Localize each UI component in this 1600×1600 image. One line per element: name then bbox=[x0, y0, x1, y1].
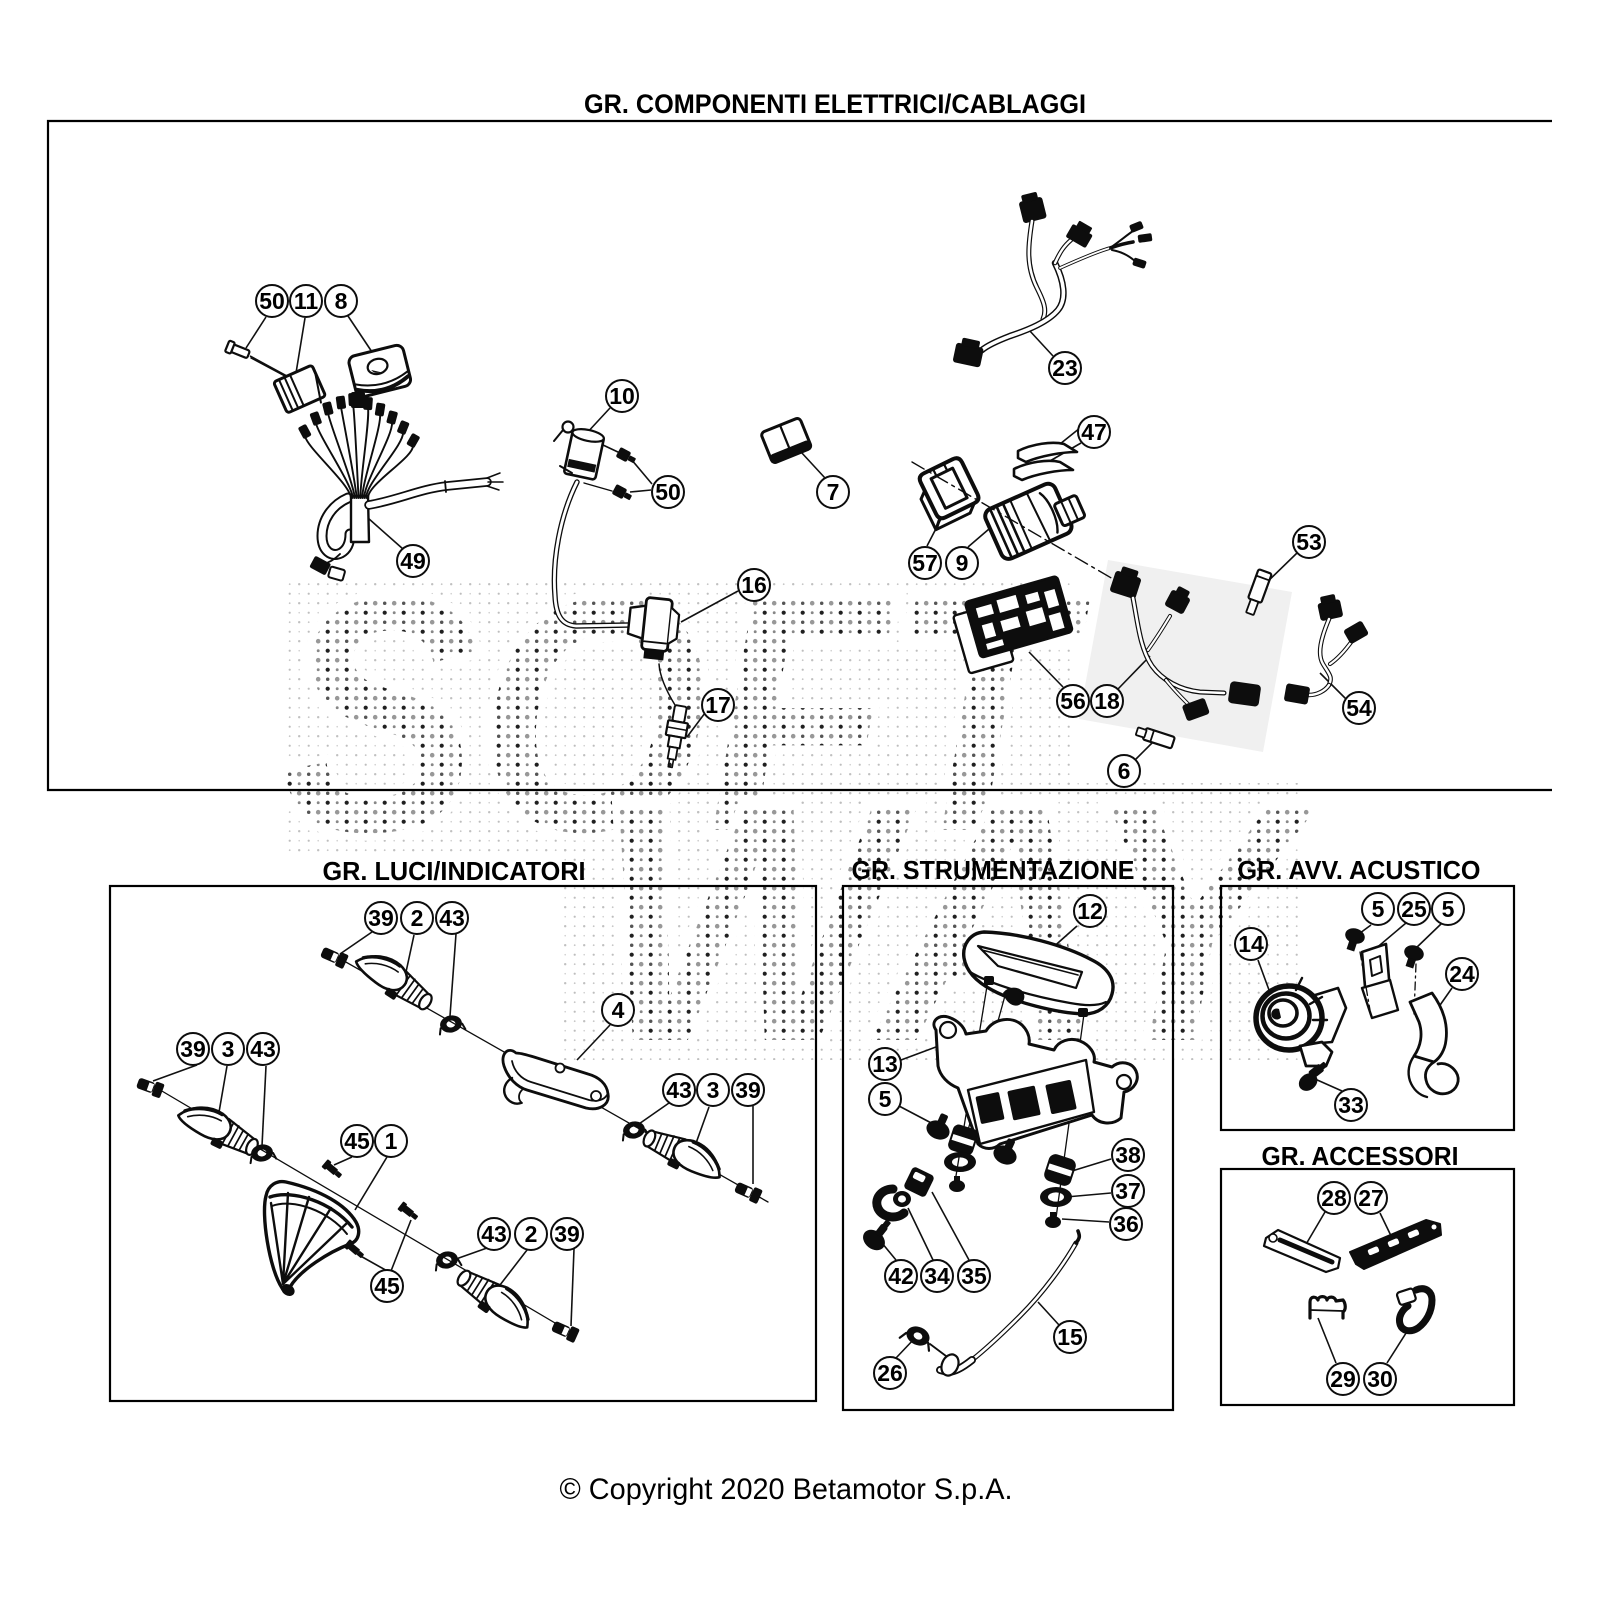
svg-text:4: 4 bbox=[612, 997, 625, 1023]
svg-text:GR. AVV. ACUSTICO: GR. AVV. ACUSTICO bbox=[1238, 855, 1481, 885]
svg-text:GR. ACCESSORI: GR. ACCESSORI bbox=[1262, 1141, 1459, 1171]
svg-text:2: 2 bbox=[411, 905, 424, 931]
svg-text:3: 3 bbox=[707, 1077, 720, 1103]
svg-text:5: 5 bbox=[879, 1086, 892, 1112]
svg-text:SOFT: SOFT bbox=[281, 527, 1092, 901]
svg-text:33: 33 bbox=[1338, 1092, 1364, 1118]
svg-text:13: 13 bbox=[872, 1051, 898, 1077]
svg-text:16: 16 bbox=[741, 572, 767, 598]
svg-text:5: 5 bbox=[1442, 896, 1455, 922]
svg-text:54: 54 bbox=[1346, 695, 1372, 721]
svg-text:36: 36 bbox=[1113, 1211, 1139, 1237]
svg-text:9: 9 bbox=[956, 550, 969, 576]
svg-text:29: 29 bbox=[1330, 1366, 1356, 1392]
svg-text:8: 8 bbox=[335, 288, 348, 314]
svg-text:39: 39 bbox=[554, 1221, 580, 1247]
svg-text:50: 50 bbox=[655, 479, 681, 505]
svg-text:39: 39 bbox=[180, 1036, 206, 1062]
svg-text:10: 10 bbox=[609, 383, 635, 409]
svg-text:15: 15 bbox=[1057, 1324, 1083, 1350]
svg-text:35: 35 bbox=[961, 1263, 987, 1289]
svg-text:© Copyright 2020 Betamotor S.p: © Copyright 2020 Betamotor S.p.A. bbox=[560, 1473, 1013, 1506]
svg-text:43: 43 bbox=[439, 905, 465, 931]
svg-text:43: 43 bbox=[666, 1077, 692, 1103]
svg-text:GR. LUCI/INDICATORI: GR. LUCI/INDICATORI bbox=[323, 856, 586, 886]
svg-text:43: 43 bbox=[481, 1221, 507, 1247]
svg-text:47: 47 bbox=[1081, 419, 1107, 445]
svg-text:57: 57 bbox=[912, 550, 938, 576]
svg-text:37: 37 bbox=[1115, 1178, 1141, 1204]
svg-text:27: 27 bbox=[1358, 1185, 1384, 1211]
svg-text:1: 1 bbox=[385, 1128, 398, 1154]
svg-text:GR. STRUMENTAZIONE: GR. STRUMENTAZIONE bbox=[852, 855, 1135, 885]
svg-text:24: 24 bbox=[1449, 961, 1475, 987]
svg-text:14: 14 bbox=[1238, 931, 1264, 957]
svg-text:GR. COMPONENTI ELETTRICI/CABLA: GR. COMPONENTI ELETTRICI/CABLAGGI bbox=[584, 89, 1086, 119]
svg-text:7: 7 bbox=[827, 479, 840, 505]
svg-text:5: 5 bbox=[1372, 896, 1385, 922]
svg-text:28: 28 bbox=[1321, 1185, 1347, 1211]
svg-text:39: 39 bbox=[735, 1077, 761, 1103]
svg-text:42: 42 bbox=[888, 1263, 914, 1289]
svg-text:6: 6 bbox=[1118, 758, 1131, 784]
svg-text:50: 50 bbox=[259, 288, 285, 314]
svg-text:38: 38 bbox=[1115, 1142, 1141, 1168]
svg-text:49: 49 bbox=[400, 548, 426, 574]
svg-text:17: 17 bbox=[705, 692, 731, 718]
svg-text:43: 43 bbox=[250, 1036, 276, 1062]
svg-text:45: 45 bbox=[374, 1273, 400, 1299]
svg-text:3: 3 bbox=[222, 1036, 235, 1062]
svg-text:30: 30 bbox=[1367, 1366, 1393, 1392]
svg-text:53: 53 bbox=[1296, 529, 1322, 555]
svg-text:12: 12 bbox=[1077, 898, 1103, 924]
svg-text:45: 45 bbox=[344, 1128, 370, 1154]
svg-text:25: 25 bbox=[1401, 896, 1427, 922]
svg-text:18: 18 bbox=[1094, 688, 1120, 714]
svg-text:34: 34 bbox=[924, 1263, 950, 1289]
svg-text:2: 2 bbox=[525, 1221, 538, 1247]
svg-text:11: 11 bbox=[294, 288, 319, 314]
svg-text:23: 23 bbox=[1052, 355, 1078, 381]
svg-text:56: 56 bbox=[1060, 688, 1086, 714]
svg-text:39: 39 bbox=[368, 905, 394, 931]
svg-text:26: 26 bbox=[877, 1360, 903, 1386]
